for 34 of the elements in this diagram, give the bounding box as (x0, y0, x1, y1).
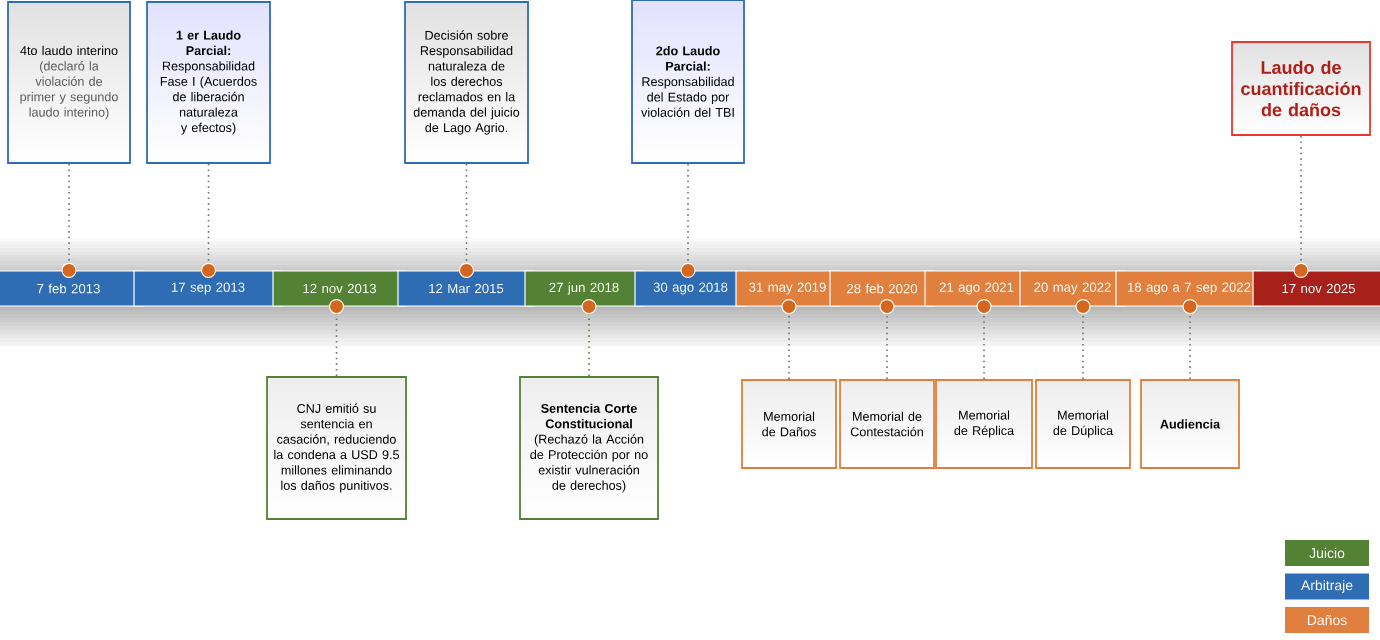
date-segment: 17 nov 2025 (1252, 270, 1380, 307)
event-box: Memorial de Dúplica (1035, 379, 1131, 469)
date-segment: 27 jun 2018 (524, 270, 644, 307)
legend-item: Arbitraje (1285, 573, 1369, 600)
legend-item: Juicio (1285, 540, 1369, 566)
legend-item: Daños (1285, 607, 1369, 633)
leader-line (1075, 299, 1091, 380)
leader-line (1182, 299, 1198, 380)
leader-line (328, 299, 345, 377)
leader-line (976, 299, 992, 380)
event-box: Laudo de cuantificación de daños (1231, 41, 1371, 136)
date-segment: 17 sep 2013 (133, 270, 283, 307)
leader-line (458, 163, 475, 278)
event-box: Sentencia Corte Constitucional (Rechazó la Acción de Protección por no existir vulneración de derechos) (519, 376, 659, 520)
leader-line (1293, 135, 1309, 278)
leader-line (200, 163, 217, 278)
event-box: 2do Laudo Parcial: Responsabilidad del Estado por violación del TBI (631, 0, 745, 164)
leader-line (879, 299, 895, 380)
event-box: Decisión sobre Responsabilidad naturaleza de los derechos reclamados en la demanda del juicio de Lago Agrio. (404, 1, 529, 164)
event-box: 4to laudo interino (declaró la violación de primer y segundo laudo interino) (7, 1, 131, 164)
event-box: Memorial de Contestación (839, 379, 935, 469)
date-segment: 18 ago a 7 sep 2022 (1115, 270, 1263, 307)
event-box: Audiencia (1140, 379, 1240, 469)
date-segment: 7 feb 2013 (0, 270, 144, 307)
date-segment: 12 Mar 2015 (397, 270, 535, 307)
leader-line (680, 163, 696, 278)
event-box: 1 er Laudo Parcial: Responsabilidad Fase I (Acuerdos de liberación naturaleza y efectos) (146, 1, 271, 164)
event-box: Memorial de Réplica (935, 379, 1033, 469)
date-segment: 12 nov 2013 (272, 270, 407, 307)
leader-line (61, 163, 77, 278)
leader-line (781, 299, 797, 380)
event-box: CNJ emitió su sentencia en casación, reduciendo la condena a USD 9.5 millones eliminando los daños punitivos. (266, 376, 407, 520)
event-box: Memorial de Daños (741, 379, 837, 469)
leader-line (581, 299, 597, 377)
